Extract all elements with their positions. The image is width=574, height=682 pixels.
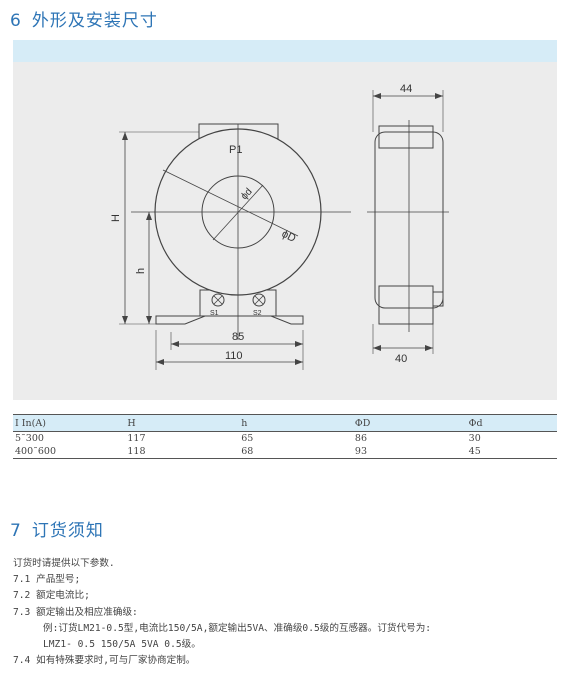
terminal-s2 <box>252 293 266 307</box>
mounting-base <box>155 315 304 325</box>
table-cell: 86 <box>354 433 367 444</box>
dimension-drawing-panel: P1 H h ϕd ϕD S1 S2 85 110 44 40 <box>13 40 557 400</box>
diameter-d-leader <box>212 184 264 241</box>
table-row: 5˜300 117 65 86 30 <box>13 432 557 446</box>
header-phi-D: ΦD <box>352 414 467 432</box>
section-number: 7 <box>10 521 22 541</box>
table-cell: 93 <box>352 445 467 459</box>
table-cell: 118 <box>125 445 240 459</box>
ordering-instructions: 订货时请提供以下参数. 7.1 产品型号; 7.2 额定电流比; 7.3 额定输… <box>13 556 563 669</box>
label-H: H <box>110 214 122 222</box>
diameter-D-leader <box>162 169 299 237</box>
table-cell: 45 <box>466 445 557 459</box>
label-s1: S1 <box>210 310 219 317</box>
order-item: 7.4 如有特殊要求时,可与厂家协商定制。 <box>13 655 196 667</box>
side-bottom-clamp <box>378 285 434 325</box>
dim-110-text: 110 <box>225 350 243 362</box>
terminal-s1 <box>211 293 225 307</box>
section-7-heading: 7 订货须知 <box>10 516 104 541</box>
table-cell: 117 <box>127 433 146 444</box>
table-row: 400˜600 118 68 93 45 <box>13 445 557 459</box>
table-cell: 5˜300 <box>15 433 44 444</box>
drawing-header-band <box>13 40 557 62</box>
label-p1: P1 <box>229 144 242 156</box>
order-item: 7.1 产品型号; <box>13 574 81 586</box>
table-cell: 400˜600 <box>13 445 126 459</box>
section-title: 外形及安装尺寸 <box>31 11 158 31</box>
order-intro: 订货时请提供以下参数. <box>13 558 115 569</box>
label-s2: S2 <box>253 310 262 317</box>
header-current: I In(A) <box>13 414 126 432</box>
dim-85-text: 85 <box>232 331 244 343</box>
header-h: h <box>239 414 353 432</box>
section-6-heading: 6 外形及安装尺寸 <box>10 6 158 31</box>
side-top-clamp <box>378 125 434 149</box>
table-cell: 65 <box>241 433 254 444</box>
table-cell: 30 <box>468 433 481 444</box>
section-number: 6 <box>10 11 22 31</box>
label-phi-D: ϕD <box>280 228 298 245</box>
header-phi-d: Φd <box>466 414 557 432</box>
section-title: 订货须知 <box>31 521 104 541</box>
order-item: 7.2 额定电流比; <box>13 590 90 602</box>
table-header-row: I In(A) H h ΦD Φd <box>13 414 557 432</box>
label-h: h <box>135 268 147 274</box>
dim-40-text: 40 <box>395 353 407 365</box>
header-H: H <box>125 414 240 432</box>
dimension-table: I In(A) H h ΦD Φd 5˜300 117 65 86 30 400… <box>13 414 557 459</box>
order-example: 例:订货LM21-0.5型,电流比150/5A,额定输出5VA、准确级0.5级的… <box>43 622 432 634</box>
table-cell: 68 <box>239 445 353 459</box>
dim-44-text: 44 <box>400 83 412 95</box>
dimension-drawing: P1 H h ϕd ϕD S1 S2 85 110 44 40 <box>110 83 449 370</box>
order-item: 7.3 额定输出及相应准确级: <box>13 606 138 618</box>
order-example-code: LMZ1- 0.5 150/5A 5VA 0.5级。 <box>43 639 201 651</box>
side-terminal <box>432 291 444 307</box>
